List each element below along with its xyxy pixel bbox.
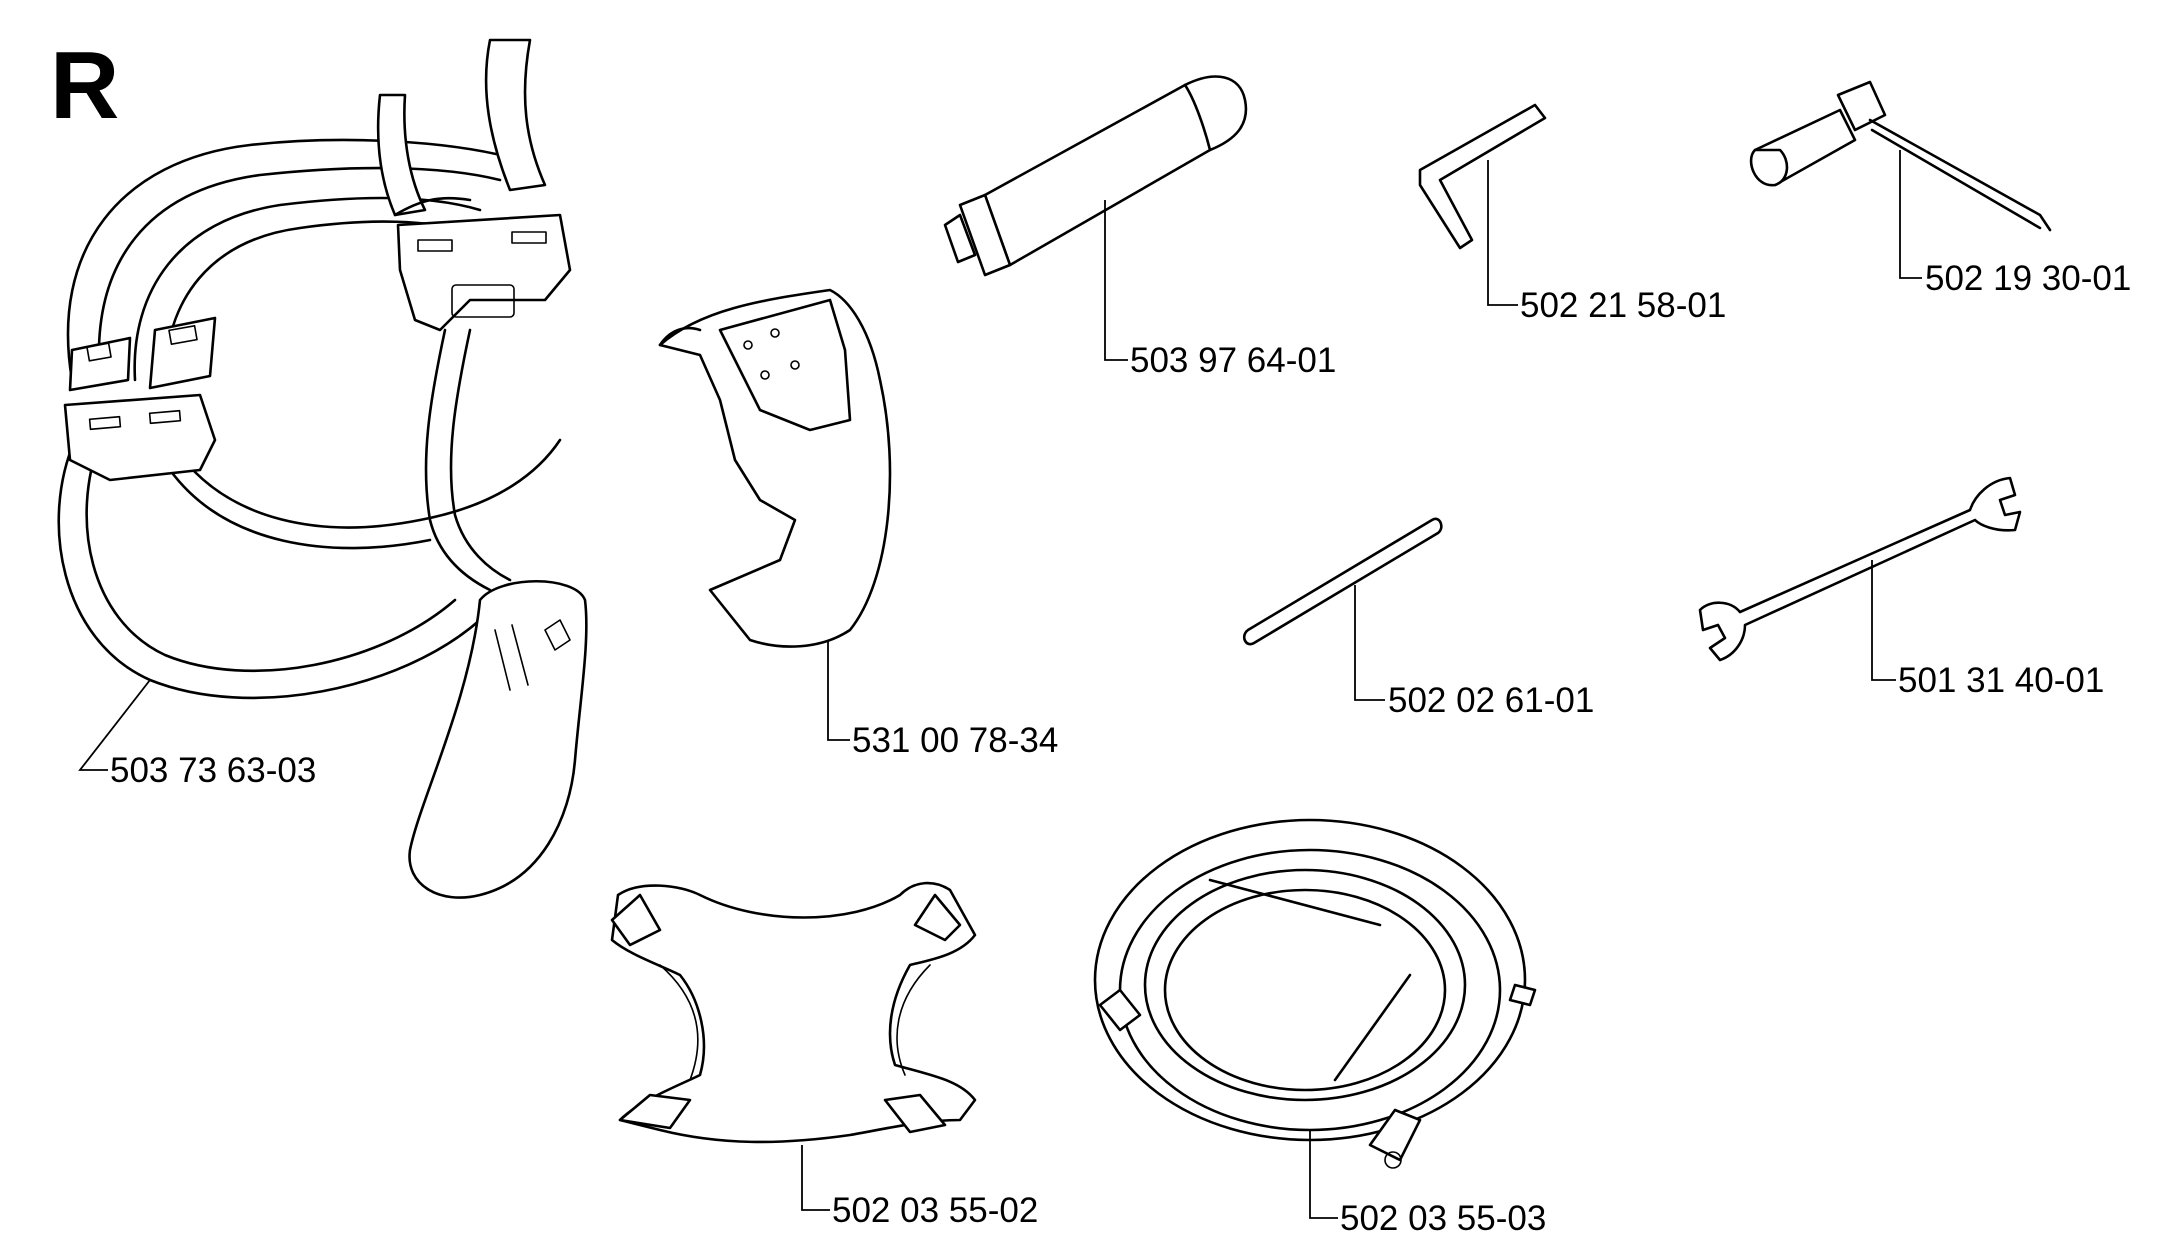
- chest-pad-leader: [801, 1145, 830, 1211]
- pin-leader: [1354, 585, 1385, 701]
- combination-wrench-part-number: 502 19 30-01: [1925, 259, 2131, 298]
- hex-key-leader: [1487, 160, 1518, 306]
- harness-illustration: [57, 38, 588, 899]
- chest-pad-illustration: [610, 881, 977, 1144]
- open-end-wrench-leader: [1871, 560, 1896, 681]
- grease-tube-part-number: 503 97 64-01: [1130, 341, 1336, 380]
- hip-ring-leader: [1309, 1130, 1338, 1219]
- hex-key-illustration: [1418, 103, 1547, 250]
- open-end-wrench-illustration: [1698, 476, 2022, 662]
- combination-wrench-illustration: [1749, 80, 2052, 232]
- guard-part-number: 531 00 78-34: [852, 721, 1058, 760]
- grease-tube-leader: [1104, 200, 1128, 361]
- guard-illustration: [658, 288, 892, 648]
- hex-key-part-number: 502 21 58-01: [1520, 286, 1726, 325]
- open-end-wrench-part-number: 501 31 40-01: [1898, 661, 2104, 700]
- pin-part-number: 502 02 61-01: [1388, 681, 1594, 720]
- hip-ring-part-number: 502 03 55-03: [1340, 1199, 1546, 1238]
- pin-illustration: [1242, 517, 1443, 646]
- harness-part-number: 503 73 63-03: [110, 751, 316, 790]
- harness-leader: [78, 679, 151, 771]
- combination-wrench-leader: [1899, 150, 1922, 279]
- grease-tube-illustration: [943, 75, 1248, 277]
- hip-ring-illustration: [1093, 818, 1537, 1169]
- chest-pad-part-number: 502 03 55-02: [832, 1191, 1038, 1230]
- section-letter: R: [50, 32, 119, 139]
- guard-leader: [827, 640, 850, 741]
